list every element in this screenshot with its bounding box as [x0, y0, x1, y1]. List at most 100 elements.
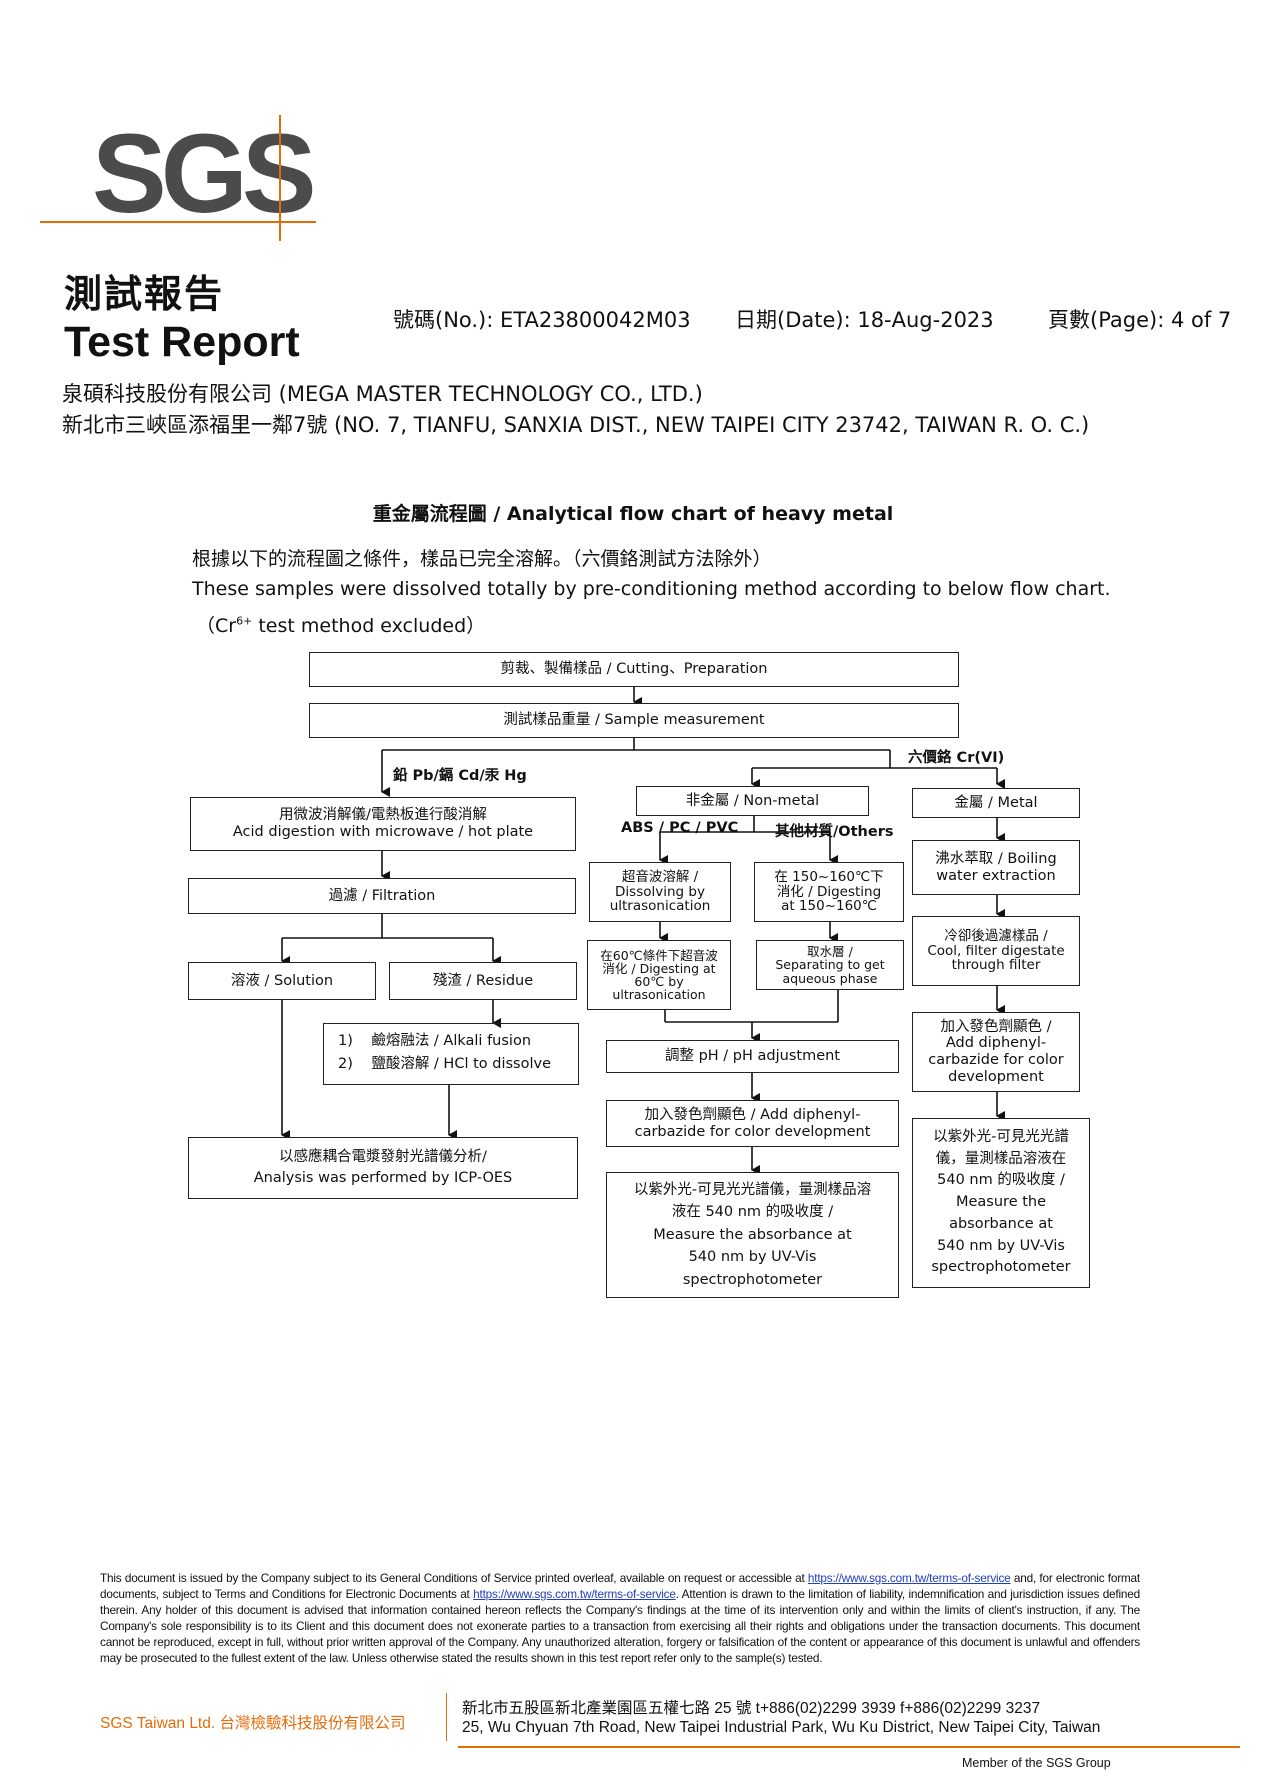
acid-line-2: Acid digestion with microwave / hot plat…	[232, 824, 534, 840]
disclaimer-part-1: This document is issued by the Company s…	[100, 1571, 808, 1585]
muv-line-5: absorbance at	[949, 1215, 1053, 1232]
dig60-line-1: 在60℃條件下超音波	[600, 947, 718, 963]
uv-line-4: 540 nm by UV-Vis	[688, 1249, 817, 1266]
non-metal-text: 非金屬 / Non-metal	[685, 792, 820, 809]
paragraph-cr: （Cr6+ test method excluded）	[196, 611, 485, 638]
solution-text: 溶液 / Solution	[230, 972, 334, 989]
logo-horizontal-rule	[40, 221, 316, 223]
cutting-box: 剪裁、製備樣品 / Cutting、Preparation	[309, 652, 959, 687]
cool-filter-box: 冷卻後過濾樣品 / Cool, filter digestate through…	[912, 916, 1080, 986]
paragraph-cr-sup: 6+	[236, 614, 253, 628]
filtration-text: 過濾 / Filtration	[328, 887, 436, 904]
paragraph-cr-post: test method excluded）	[252, 615, 486, 637]
metal-uv-vis-box: 以紫外光-可見光光譜 儀，量測樣品溶液在 540 nm 的吸收度 / Measu…	[912, 1118, 1090, 1288]
dig150-line-2: 消化 / Digesting	[776, 883, 882, 900]
dig60-line-3: 60℃ by	[634, 974, 684, 989]
aq-line-1: 取水層 /	[807, 944, 853, 960]
ultrasonication-box: 超音波溶解 / Dissolving by ultrasonication	[589, 862, 731, 922]
report-date: 日期(Date): 18-Aug-2023	[735, 308, 994, 332]
madd-line-3: carbazide for color	[928, 1052, 1064, 1068]
ultra-line-3: ultrasonication	[609, 898, 711, 915]
client-address: 新北市三峽區添福里一鄰7號 (NO. 7, TIANFU, SANXIA DIS…	[62, 413, 1090, 437]
footer-company: SGS Taiwan Ltd. 台灣檢驗科技股份有限公司	[100, 1715, 406, 1732]
icp-line-2: Analysis was performed by ICP-OES	[253, 1170, 513, 1186]
madd-line-4: development	[948, 1068, 1044, 1085]
report-title-en: Test Report	[64, 318, 300, 366]
acid-line-1: 用微波消解儀/電熱板進行酸消解	[279, 807, 487, 824]
aq-line-2: Separating to get	[775, 957, 885, 973]
digest-60-box: 在60℃條件下超音波 消化 / Digesting at 60℃ by ultr…	[587, 940, 731, 1010]
metal-box: 金屬 / Metal	[912, 788, 1080, 818]
aqueous-phase-box: 取水層 / Separating to get aqueous phase	[756, 940, 904, 990]
cutting-text: 剪裁、製備樣品 / Cutting、Preparation	[500, 661, 768, 678]
ultra-line-2: Dissolving by	[615, 883, 705, 900]
footer-rule	[458, 1746, 1240, 1748]
ultra-line-1: 超音波溶解 /	[621, 868, 699, 885]
ph-adjustment-box: 調整 pH / pH adjustment	[606, 1040, 899, 1073]
hcl-text: 鹽酸溶解 / HCl to dissolve	[371, 1056, 552, 1073]
ph-text: 調整 pH / pH adjustment	[664, 1048, 840, 1065]
hcl-num: 2)	[338, 1056, 353, 1073]
footer-address-zh: 新北市五股區新北產業園區五權七路 25 號 t+886(02)2299 3939…	[462, 1700, 1041, 1717]
label-others: 其他材質/Others	[775, 824, 894, 840]
measurement-text: 測試樣品重量 / Sample measurement	[503, 712, 765, 729]
hcl-row: 2) 鹽酸溶解 / HCl to dissolve	[338, 1053, 564, 1076]
report-title-zh: 測試報告	[64, 272, 225, 316]
uv-vis-box: 以紫外光-可見光光譜儀，量測樣品溶 液在 540 nm 的吸收度 / Measu…	[606, 1172, 899, 1298]
add-line-2: carbazide for color development	[634, 1123, 871, 1140]
terms-link-2[interactable]: https://www.sgs.com.tw/terms-of-service	[473, 1587, 676, 1602]
disclaimer-part-2: and, for electronic format documents, su…	[100, 1571, 1140, 1602]
metal-add-diphenyl-box: 加入發色劑顯色 / Add diphenyl- carbazide for co…	[912, 1012, 1080, 1092]
uv-line-5: spectrophotometer	[682, 1271, 823, 1288]
acid-digestion-box: 用微波消解儀/電熱板進行酸消解 Acid digestion with micr…	[190, 797, 576, 851]
alkali-text: 鹼熔融法 / Alkali fusion	[371, 1033, 532, 1049]
madd-line-2: Add diphenyl-	[945, 1035, 1047, 1052]
add-diphenyl-box: 加入發色劑顯色 / Add diphenyl- carbazide for co…	[606, 1100, 899, 1147]
footer-address-en: 25, Wu Chyuan 7th Road, New Taipei Indus…	[462, 1719, 1101, 1736]
cool-line-3: through filter	[951, 957, 1041, 974]
alkali-num: 1)	[338, 1033, 353, 1049]
client-company: 泉碩科技股份有限公司 (MEGA MASTER TECHNOLOGY CO., …	[62, 382, 703, 406]
digest-150-box: 在 150~160℃下 消化 / Digesting at 150~160℃	[754, 862, 904, 922]
solution-box: 溶液 / Solution	[188, 962, 376, 1000]
muv-line-1: 以紫外光-可見光光譜	[933, 1128, 1069, 1145]
member-of-sgs: Member of the SGS Group	[962, 1756, 1111, 1770]
paragraph-zh: 根據以下的流程圖之條件，樣品已完全溶解。（六價鉻測試方法除外）	[192, 548, 772, 570]
measurement-box: 測試樣品重量 / Sample measurement	[309, 703, 959, 738]
alkali-row: 1) 鹼熔融法 / Alkali fusion	[338, 1030, 564, 1053]
terms-link-1[interactable]: https://www.sgs.com.tw/terms-of-service	[807, 1571, 1011, 1585]
metal-text: 金屬 / Metal	[954, 794, 1038, 811]
aq-line-3: aqueous phase	[782, 970, 878, 986]
uv-line-1: 以紫外光-可見光光譜儀，量測樣品溶	[633, 1181, 872, 1198]
cool-line-2: Cool, filter digestate	[927, 942, 1065, 959]
alkali-fusion-box: 1) 鹼熔融法 / Alkali fusion 2) 鹽酸溶解 / HCl to…	[323, 1023, 579, 1085]
residue-text: 殘渣 / Residue	[432, 972, 534, 989]
dig150-line-1: 在 150~160℃下	[774, 868, 884, 885]
icp-oes-box: 以感應耦合電漿發射光譜儀分析/ Analysis was performed b…	[188, 1137, 578, 1199]
report-page: 頁數(Page): 4 of 7	[1048, 308, 1232, 332]
muv-line-6: 540 nm by UV-Vis	[937, 1237, 1065, 1254]
muv-line-3: 540 nm 的吸收度 /	[937, 1172, 1065, 1189]
dig60-line-4: ultrasonication	[612, 987, 706, 1003]
cool-line-1: 冷卻後過濾樣品 /	[944, 927, 1048, 944]
uv-line-2: 液在 540 nm 的吸收度 /	[671, 1204, 834, 1221]
boiling-extraction-box: 沸水萃取 / Boiling water extraction	[912, 840, 1080, 895]
paragraph-en: These samples were dissolved totally by …	[192, 578, 1111, 600]
muv-line-4: Measure the	[955, 1194, 1047, 1211]
disclaimer-part-3: . Attention is drawn to the limitation o…	[100, 1587, 1141, 1666]
icp-line-1: 以感應耦合電漿發射光譜儀分析/	[279, 1149, 487, 1166]
dig60-line-2: 消化 / Digesting at	[602, 960, 716, 976]
non-metal-box: 非金屬 / Non-metal	[636, 786, 869, 816]
uv-line-3: Measure the absorbance at	[653, 1226, 852, 1243]
boil-line-1: 沸水萃取 / Boiling	[935, 850, 1057, 867]
footer-divider	[446, 1693, 447, 1741]
dig150-line-3: at 150~160℃	[781, 898, 877, 915]
section-title: 重金屬流程圖 / Analytical flow chart of heavy …	[372, 503, 894, 525]
disclaimer-text: This document is issued by the Company s…	[100, 1570, 1140, 1666]
label-abs-pc-pvc: ABS / PC / PVC	[621, 820, 739, 836]
madd-line-1: 加入發色劑顯色 /	[940, 1018, 1052, 1035]
logo-vertical-rule	[279, 115, 281, 241]
paragraph-cr-pre: （Cr	[196, 615, 237, 637]
muv-line-2: 儀，量測樣品溶液在	[935, 1150, 1067, 1167]
